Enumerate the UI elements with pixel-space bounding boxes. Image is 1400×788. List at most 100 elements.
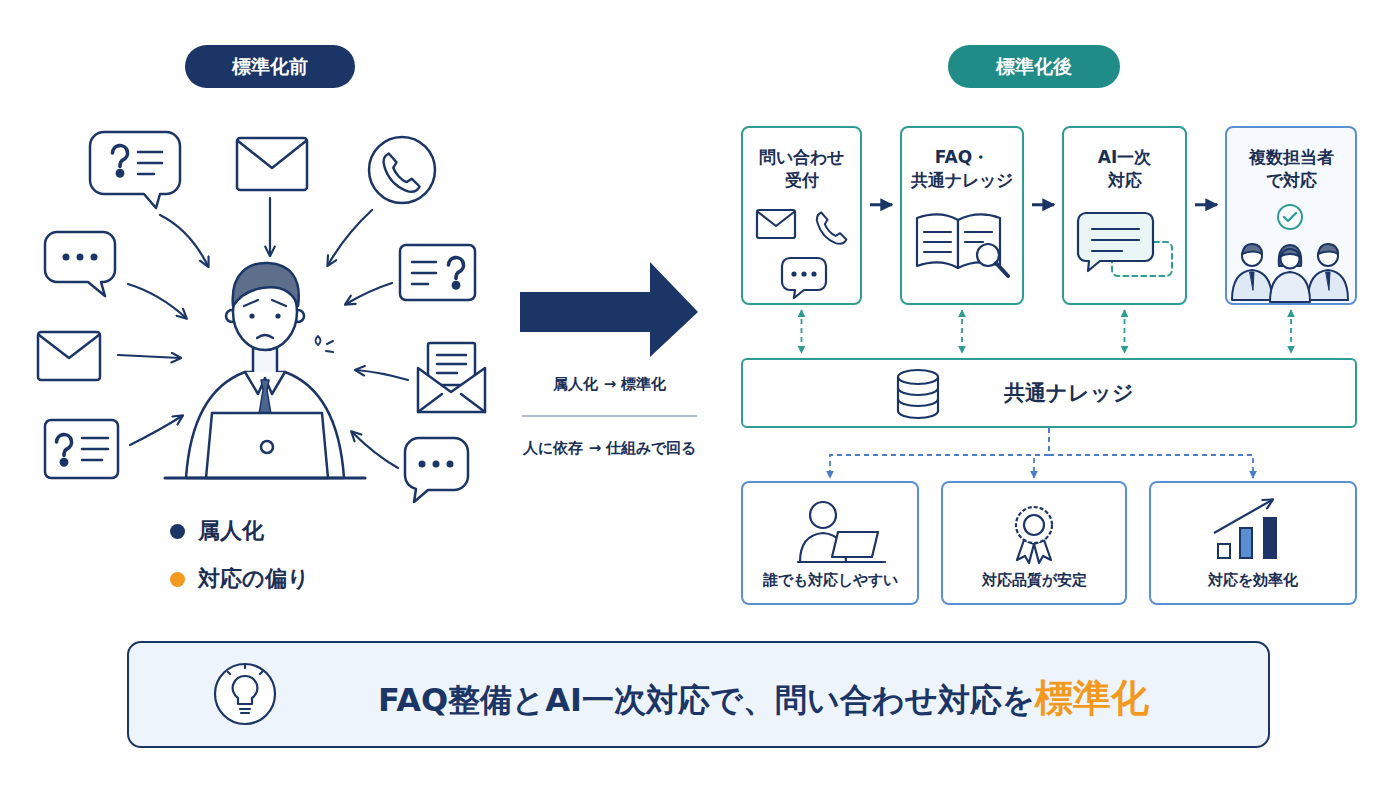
inquiry-icons: [90, 132, 180, 208]
inquiry-icons: [238, 141, 306, 168]
node-text: 対応品質が安定: [982, 571, 1087, 590]
annotation-text: 人に依存 → 仕組みで回る: [495, 439, 725, 458]
transition-arrow: [520, 262, 698, 357]
node-text: FAQ・ 共通ナレッジ: [904, 146, 1020, 192]
benefit-box: 対応を効率化: [1149, 481, 1357, 605]
phase-pill: 標準化後: [948, 45, 1120, 88]
worried-person: [258, 380, 272, 430]
inquiry-arrows: [118, 198, 408, 468]
dashed-connector: [1034, 428, 1049, 478]
worried-person: [165, 477, 365, 480]
phase-pill: 標準化前: [185, 45, 355, 88]
inquiry-arrows: [118, 355, 180, 358]
inquiry-icons: [449, 258, 464, 288]
inquiry-icons: [418, 394, 485, 412]
worried-person: [253, 348, 277, 374]
inquiry-icons: [384, 154, 420, 192]
inquiry-arrows: [346, 283, 392, 304]
worried-person: [206, 413, 328, 478]
flow-arrow: [870, 203, 892, 206]
worried-person: [275, 313, 280, 318]
inquiry-icons: [369, 137, 435, 203]
worried-person: [316, 336, 321, 345]
inquiry-icons: [38, 132, 485, 502]
worried-person: [261, 441, 273, 453]
dashed-connector: [961, 310, 963, 353]
summary-banner: FAQ整備とAI一次対応で、問い合わせ対応を標準化: [127, 641, 1270, 748]
highlight-text: 標準化: [1035, 673, 1149, 724]
inquiry-icons: [447, 461, 454, 468]
node-text: FAQ整備とAI一次対応で、問い合わせ対応を: [378, 679, 1035, 723]
inquiry-arrows: [328, 210, 372, 265]
process-box: 複数担当者 で対応: [1225, 126, 1357, 305]
benefit-box: 誰でも対応しやすい: [741, 481, 919, 605]
process-box: AI一次 対応: [1062, 126, 1187, 305]
inquiry-icons: [82, 438, 108, 460]
inquiry-icons: [405, 438, 468, 502]
legend-row: 対応の偏り: [170, 564, 310, 594]
worried-person: [245, 372, 285, 394]
inquiry-icons: [237, 138, 307, 190]
inquiry-icons: [45, 232, 115, 296]
node-text: 標準化前: [232, 54, 308, 80]
inquiry-icons: [63, 254, 70, 261]
inquiry-arrows: [269, 198, 271, 255]
inquiry-icons: [428, 343, 475, 385]
node-text: 誰でも対応しやすい: [763, 571, 898, 590]
node-text: 問い合わせ 受付: [752, 146, 852, 192]
node-text: 標準化後: [996, 54, 1072, 80]
knowledge-band: 共通ナレッジ: [741, 358, 1357, 428]
worried-person: [233, 263, 299, 306]
inquiry-arrows: [160, 215, 208, 266]
worried-person: [165, 263, 365, 478]
legend-row: 属人化: [170, 516, 264, 546]
flow-arrow: [1032, 203, 1054, 206]
inquiry-icons: [57, 435, 72, 465]
inquiry-icons: [39, 335, 99, 358]
legend-text: 属人化: [198, 516, 264, 546]
inquiry-icons: [45, 420, 118, 478]
divider-line: [522, 415, 697, 417]
process-box: FAQ・ 共通ナレッジ: [900, 126, 1024, 305]
dashed-connector: [830, 428, 1049, 478]
inquiry-icons: [113, 146, 128, 176]
inquiry-icons: [412, 262, 436, 284]
node-text: 対応を効率化: [1208, 571, 1298, 590]
inquiry-arrows: [356, 370, 408, 380]
benefit-box: 対応品質が安定: [941, 481, 1127, 605]
node-text: 共通ナレッジ: [1004, 379, 1134, 407]
worried-person: [257, 335, 273, 338]
inquiry-icons: [433, 461, 440, 468]
inquiry-icons: [419, 461, 426, 468]
dashed-connector: [1049, 428, 1253, 478]
inquiry-icons: [38, 332, 100, 380]
dashed-connector: [1290, 310, 1292, 353]
dashed-connector: [1124, 310, 1126, 353]
inquiry-icons: [437, 355, 466, 373]
flow-arrow: [1195, 203, 1217, 206]
annotation-text: 属人化 → 標準化: [505, 375, 715, 394]
worried-person: [326, 341, 333, 352]
legend-swatch: [170, 572, 185, 587]
process-box: 問い合わせ 受付: [741, 126, 862, 305]
legend-text: 対応の偏り: [198, 564, 310, 594]
node-text: 複数担当者 で対応: [1241, 146, 1341, 192]
inquiry-icons: [400, 245, 475, 300]
worried-person: [249, 313, 254, 318]
inquiry-arrows: [130, 416, 182, 445]
worried-person: [292, 310, 304, 322]
inquiry-icons: [418, 368, 485, 412]
worried-person: [186, 372, 344, 478]
inquiry-icons: [77, 254, 84, 261]
worried-person: [233, 274, 297, 350]
inquiry-arrows: [352, 432, 398, 468]
inquiry-icons: [138, 152, 162, 174]
dashed-connector: [801, 310, 803, 353]
worried-person: [226, 310, 238, 322]
node-text: AI一次 対応: [1085, 146, 1165, 192]
inquiry-icons: [91, 254, 98, 261]
inquiry-arrows: [128, 284, 186, 318]
legend-swatch: [170, 524, 185, 539]
worried-person: [244, 300, 286, 306]
